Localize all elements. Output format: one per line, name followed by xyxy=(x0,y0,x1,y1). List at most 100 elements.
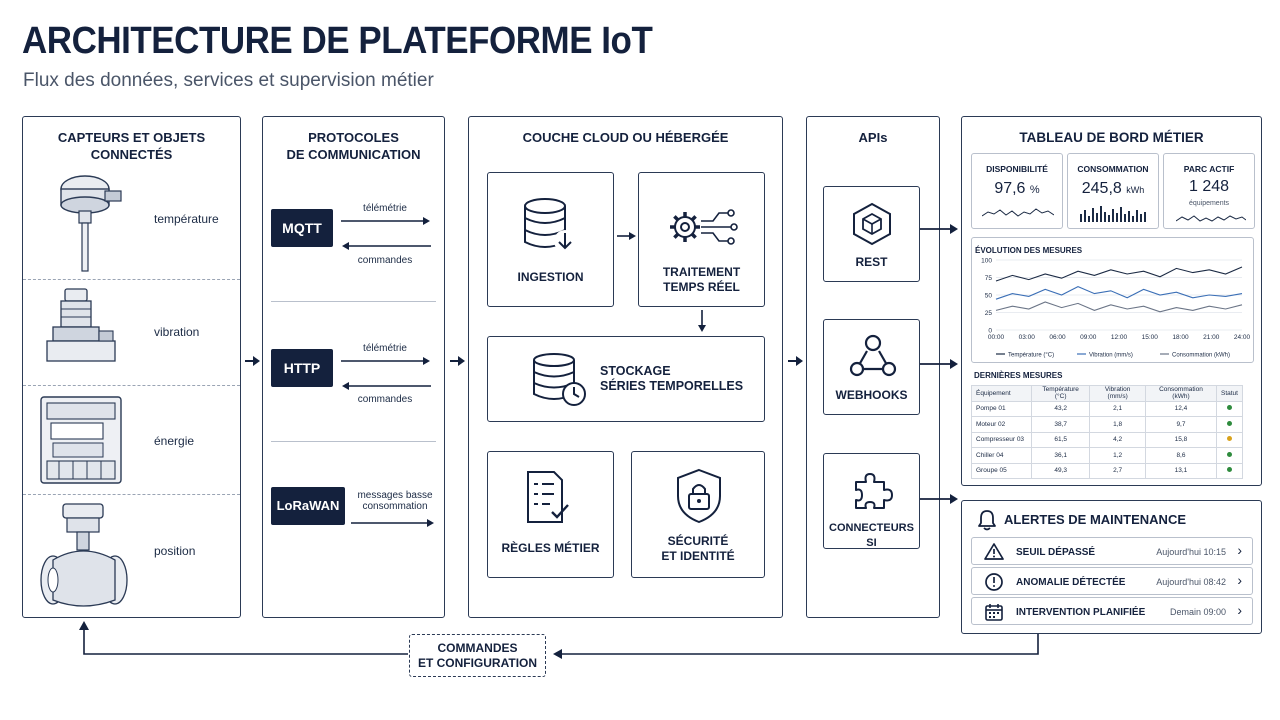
table-header: Statut xyxy=(1215,385,1244,402)
sensors-panel: CAPTEURS ET OBJETS CONNECTÉS température… xyxy=(22,116,241,618)
status-dot-icon xyxy=(1226,420,1232,426)
dashboard-panel: TABLEAU DE BORD MÉTIER DISPONIBILITÉ 97,… xyxy=(961,116,1262,486)
kpi-label: CONSOMMATION xyxy=(1077,164,1149,174)
storage-label-line2: SÉRIES TEMPORELLES xyxy=(600,379,744,393)
kpi-label: DISPONIBILITÉ xyxy=(986,164,1048,174)
sensors-title-line2: CONNECTÉS xyxy=(90,147,173,162)
commands-configuration-label: COMMANDES ET CONFIGURATION xyxy=(410,641,545,671)
x-tick-label: 00:00 xyxy=(988,334,1005,341)
kpi-sparkline xyxy=(982,208,1054,217)
vibration-cell: 1,8 xyxy=(1089,416,1146,433)
legend-label: Consommation (kWh) xyxy=(1172,353,1230,359)
kpi-card-availability: DISPONIBILITÉ 97,6 % xyxy=(971,153,1063,229)
x-tick-label: 18:00 xyxy=(1172,334,1189,341)
gear-network-icon xyxy=(670,209,738,245)
chevron-right-icon[interactable]: › xyxy=(1237,542,1242,558)
rest-label: REST xyxy=(855,255,888,269)
webhooks-box: WEBHOOKS xyxy=(823,319,920,415)
status-cell xyxy=(1215,400,1244,417)
sensors-title-line1: CAPTEURS ET OBJETS xyxy=(57,130,206,145)
rest-api-box: REST xyxy=(823,186,920,282)
consumption-cell: 9,7 xyxy=(1144,416,1217,433)
x-tick-label: 12:00 xyxy=(1111,334,1128,341)
vibration-cell: 4,2 xyxy=(1089,431,1146,448)
chevron-right-icon[interactable]: › xyxy=(1237,572,1242,588)
kpi-card-fleet: PARC ACTIF 1 248 équipements xyxy=(1163,153,1255,229)
cloud-panel: COUCHE CLOUD OU HÉBERGÉE INGESTION xyxy=(468,116,783,618)
commands-configuration-box: COMMANDES ET CONFIGURATION xyxy=(409,634,546,677)
table-header: Équipement xyxy=(971,385,1032,402)
y-tick-label: 0 xyxy=(988,328,992,335)
divider xyxy=(23,385,240,386)
database-download-icon xyxy=(524,198,576,252)
rest-cube-icon xyxy=(853,202,891,246)
warning-icon xyxy=(984,543,1004,560)
kpi-number: 97,6 xyxy=(994,180,1026,197)
alert-row-threshold[interactable]: SEUIL DÉPASSÉ Aujourd'hui 10:15 › xyxy=(971,537,1253,565)
business-rules-label: RÈGLES MÉTIER xyxy=(501,541,600,555)
protocols-title-line1: PROTOCOLES xyxy=(308,130,399,145)
kpi-sub: équipements xyxy=(1188,200,1230,207)
webhook-icon xyxy=(849,334,897,377)
x-tick-label: 09:00 xyxy=(1080,334,1097,341)
series-line xyxy=(995,266,1243,282)
series-line xyxy=(995,301,1243,313)
status-cell xyxy=(1215,416,1244,433)
vibration-sensor-icon xyxy=(46,288,116,362)
status-dot-icon xyxy=(1226,451,1232,457)
protocols-panel-title: PROTOCOLES DE COMMUNICATION xyxy=(263,129,444,163)
alert-label: ANOMALIE DÉTECTÉE xyxy=(1016,577,1126,588)
table-title: DERNIÈRES MESURES xyxy=(974,371,1063,380)
protocol-badge-http: HTTP xyxy=(271,349,333,387)
checklist-icon xyxy=(527,471,569,523)
http-telemetry-label: télémétrie xyxy=(363,343,407,354)
kpi-number: 245,8 xyxy=(1081,180,1122,197)
arrow-sensors-to-protocols xyxy=(245,356,260,366)
alerts-panel: ALERTES DE MAINTENANCE SEUIL DÉPASSÉ Auj… xyxy=(961,500,1262,634)
kpi-sparkline xyxy=(1176,215,1246,222)
series-line xyxy=(995,285,1243,300)
y-tick-label: 75 xyxy=(985,275,993,282)
processing-label: TRAITEMENT TEMPS RÉEL xyxy=(639,265,764,295)
temperature-cell: 43,2 xyxy=(1030,400,1091,417)
ingestion-box: INGESTION xyxy=(487,172,614,307)
table-header: Température (°C) xyxy=(1030,385,1091,402)
kpi-value: 1 248 xyxy=(1188,178,1230,195)
status-cell xyxy=(1215,462,1244,479)
processing-label-line1: TRAITEMENT xyxy=(662,265,741,279)
consumption-cell: 15,8 xyxy=(1144,431,1217,448)
status-cell xyxy=(1215,431,1244,448)
security-box: SÉCURITÉ ET IDENTITÉ xyxy=(631,451,765,578)
commands-label-line2: ET CONFIGURATION xyxy=(417,656,538,670)
cloud-panel-title: COUCHE CLOUD OU HÉBERGÉE xyxy=(522,130,729,145)
x-tick-label: 21:00 xyxy=(1203,334,1220,341)
ingestion-label: INGESTION xyxy=(517,270,584,284)
page-subtitle: Flux des données, services et supervisio… xyxy=(23,70,434,91)
kpi-value: 97,6 % xyxy=(972,180,1062,198)
database-clock-icon xyxy=(533,353,586,406)
chevron-right-icon[interactable]: › xyxy=(1237,602,1242,618)
puzzle-icon xyxy=(855,473,893,509)
kpi-unit: kWh xyxy=(1126,185,1145,195)
alert-time: Demain 09:00 xyxy=(1169,607,1226,617)
arrow-cloud-to-apis xyxy=(788,356,803,366)
kpi-unit: % xyxy=(1029,184,1040,196)
lorawan-note-line1: messages basse xyxy=(357,490,433,501)
feedback-loop-arrow xyxy=(79,621,1039,659)
alert-row-intervention[interactable]: INTERVENTION PLANIFIÉE Demain 09:00 › xyxy=(971,597,1253,625)
vibration-cell: 2,1 xyxy=(1089,400,1146,417)
security-label: SÉCURITÉ ET IDENTITÉ xyxy=(632,534,764,564)
alert-row-anomaly[interactable]: ANOMALIE DÉTECTÉE Aujourd'hui 08:42 › xyxy=(971,567,1253,595)
dashboard-title: TABLEAU DE BORD MÉTIER xyxy=(1019,130,1204,145)
kpi-bar-sparkline xyxy=(1080,206,1146,222)
protocol-badge-lorawan: LoRaWAN xyxy=(271,487,345,525)
alerts-title: ALERTES DE MAINTENANCE xyxy=(1004,512,1187,527)
si-connectors-label: CONNECTEURS SI xyxy=(829,522,914,549)
valve-actuator-icon xyxy=(40,503,128,607)
table-header: Consommation (kWh) xyxy=(1144,385,1217,402)
